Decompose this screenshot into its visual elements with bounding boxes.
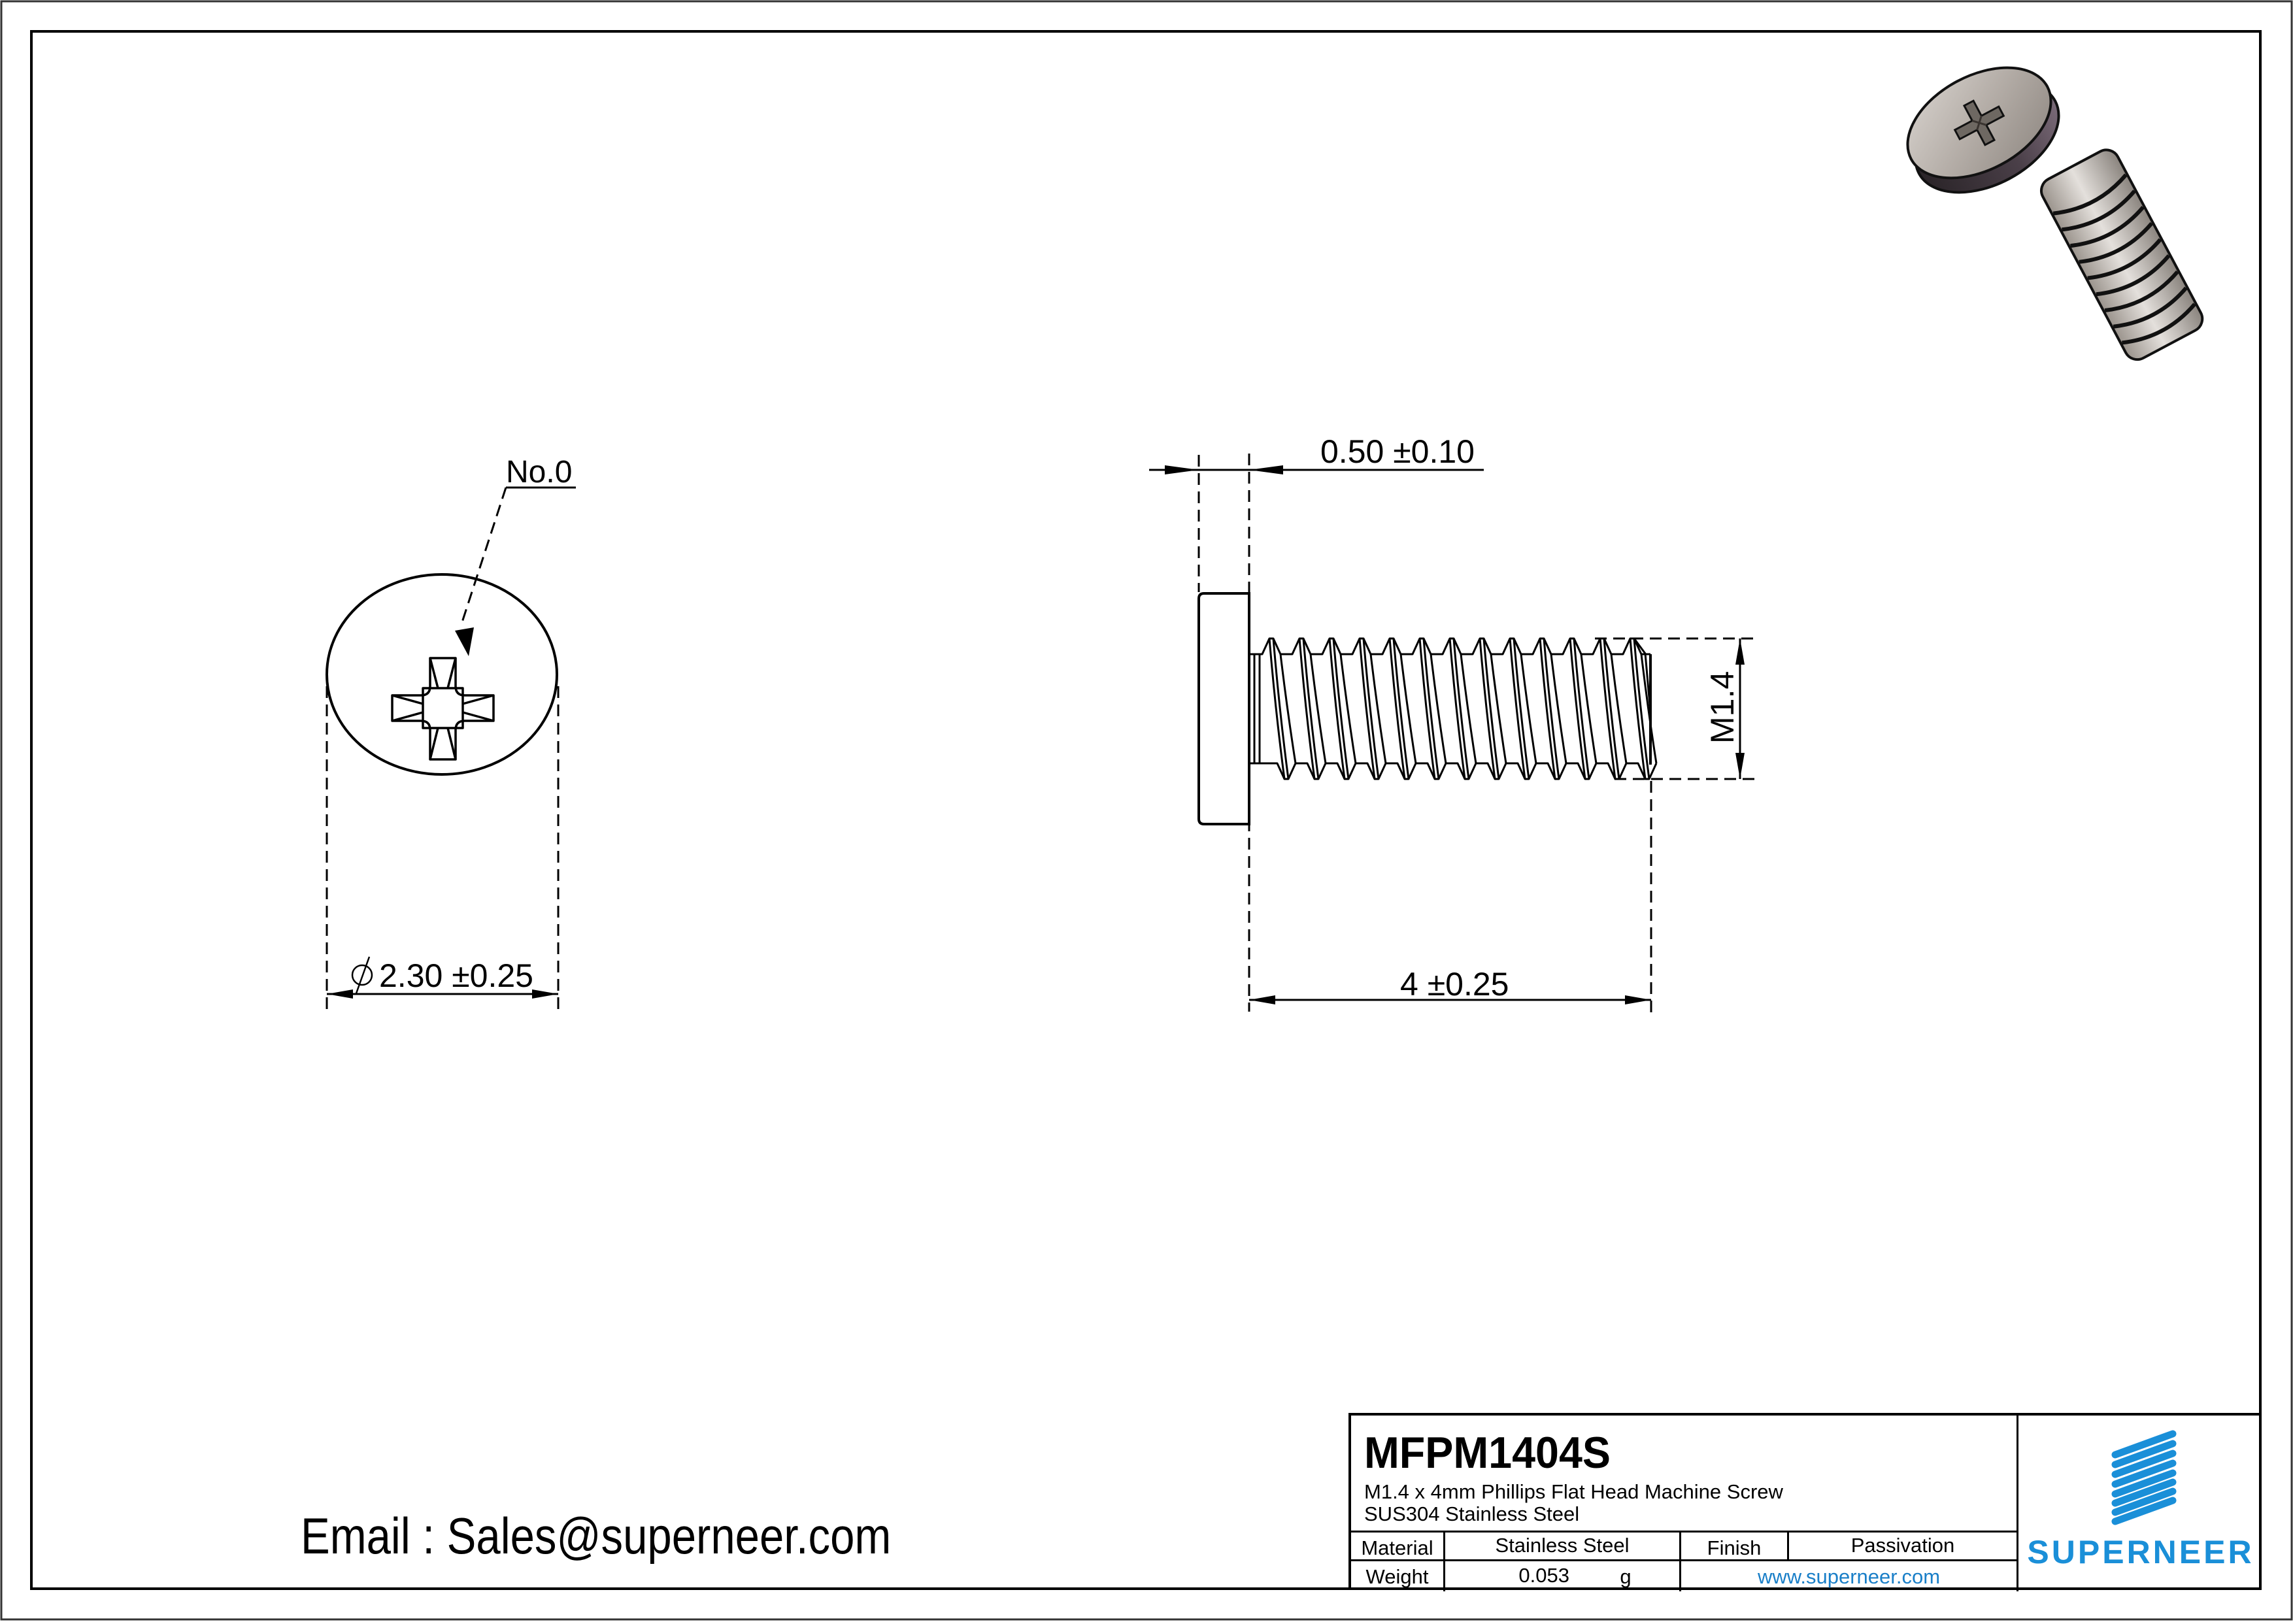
side-view: 0.50 ±0.10 4 ±0.25 M1.4 [1149,433,1756,1016]
thread-size-text: M1.4 [1704,671,1741,744]
callout-leader-line [460,487,507,627]
drive-size-callout: No.0 [506,455,572,489]
weight-label: Weight [1365,1565,1429,1588]
head-outline-circle [326,573,558,776]
col-divider [1443,1533,1445,1591]
brand-name: SUPERNEER [2027,1534,2254,1570]
material-label: Material [1361,1536,1433,1559]
striped-parallelogram-logo-icon [2111,1430,2177,1525]
diameter-dimension-text: 2.30 ±0.25 [379,957,533,994]
weight-value: 0.053 [1518,1564,1569,1587]
part-description: M1.4 x 4mm Phillips Flat Head Machine Sc… [1364,1481,1783,1525]
title-block: MFPM1404S M1.4 x 4mm Phillips Flat Head … [1348,1413,2263,1591]
callout-arrowhead [455,627,474,656]
top-view: No.0 2.30 ±0.25 [326,455,576,1012]
inner-frame [30,30,2262,1590]
weight-unit: g [1620,1565,1632,1588]
thread-profile [1260,637,1658,780]
col-divider [1679,1533,1681,1591]
iso-recess-icon [1953,99,2005,146]
length-dimension-text: 4 ±0.25 [1400,966,1509,1003]
row-divider [1351,1559,2018,1561]
head-thickness-text: 0.50 ±0.10 [1320,433,1475,470]
iso-render-screw [1906,66,2204,361]
col-divider [1787,1533,1789,1559]
contact-email: Email : Sales@superneer.com [301,1507,892,1565]
description-line-2: SUS304 Stainless Steel [1364,1502,1580,1525]
brand-logo: SUPERNEER [2018,1416,2263,1591]
finish-value: Passivation [1850,1534,1955,1557]
diameter-symbol-icon [351,956,373,994]
part-number: MFPM1404S [1364,1428,1611,1478]
material-value: Stainless Steel [1495,1534,1630,1557]
phillips-recess-icon [391,657,495,761]
website-link[interactable]: www.superneer.com [1757,1565,1941,1588]
title-block-header: MFPM1404S M1.4 x 4mm Phillips Flat Head … [1351,1416,2018,1533]
screw-head-profile [1197,592,1250,825]
description-line-1: M1.4 x 4mm Phillips Flat Head Machine Sc… [1364,1480,1783,1503]
finish-label: Finish [1707,1536,1762,1559]
title-block-grid: Material Stainless Steel Finish Passivat… [1351,1531,2018,1591]
